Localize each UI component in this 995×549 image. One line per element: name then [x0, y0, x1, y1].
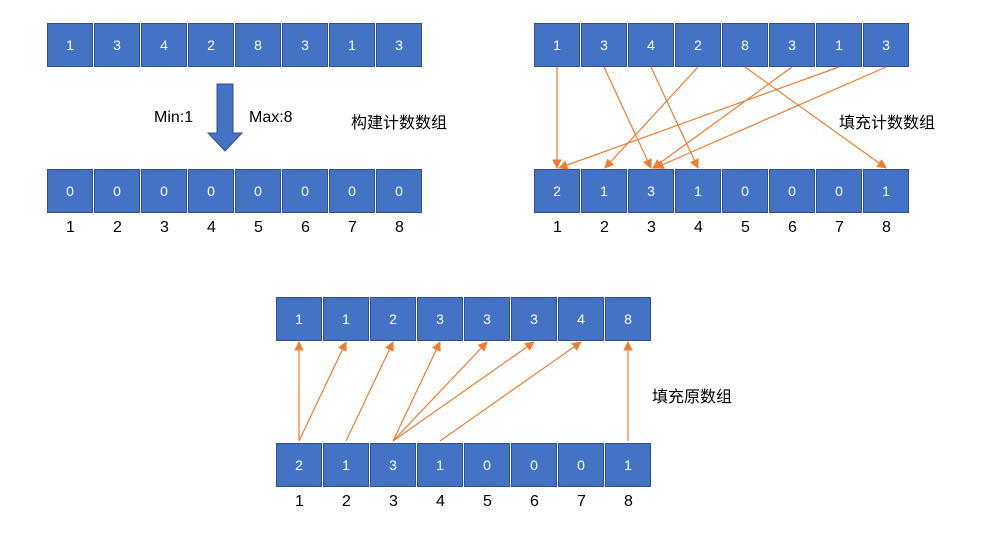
- panel-a-count-array: 0 0 0 0 0 0 0 0: [47, 169, 422, 213]
- panel-b-count-array: 2 1 3 1 0 0 0 1: [534, 169, 909, 213]
- map-arrow: [604, 66, 699, 169]
- fill-source-caption: 填充原数组: [652, 389, 733, 406]
- map-arrow: [603, 66, 652, 169]
- index-label: 5: [254, 219, 263, 236]
- fill-arrow: [392, 341, 535, 442]
- array-cell: 0: [329, 169, 375, 213]
- array-cell: 1: [534, 23, 580, 67]
- array-cell: 1: [816, 23, 862, 67]
- array-cell: 0: [235, 169, 281, 213]
- array-cell: 0: [769, 169, 815, 213]
- index-label: 3: [647, 219, 656, 236]
- array-cell: 3: [581, 23, 627, 67]
- array-cell: 3: [376, 23, 422, 67]
- index-label: 6: [301, 219, 310, 236]
- array-cell: 4: [141, 23, 187, 67]
- index-label: 7: [348, 219, 357, 236]
- index-label: 4: [436, 493, 445, 510]
- array-cell: 0: [464, 443, 510, 487]
- panel-a-index-row: 1 2 3 4 5 6 7 8: [47, 219, 423, 237]
- index-label: 6: [530, 493, 539, 510]
- index-label: 2: [113, 219, 122, 236]
- array-cell: 0: [376, 169, 422, 213]
- array-cell: 8: [722, 23, 768, 67]
- fill-arrow: [392, 341, 441, 442]
- index-label: 8: [624, 493, 633, 510]
- panel-a-source-array: 1 3 4 2 8 3 1 3: [47, 23, 422, 67]
- index-label: 4: [694, 219, 703, 236]
- array-cell: 3: [282, 23, 328, 67]
- index-label: 2: [600, 219, 609, 236]
- index-label: 2: [342, 493, 351, 510]
- array-cell: 3: [863, 23, 909, 67]
- panel-c-index-row: 1 2 3 4 5 6 7 8: [276, 493, 652, 511]
- map-arrow: [558, 66, 840, 170]
- array-cell: 1: [329, 23, 375, 67]
- array-cell: 1: [581, 169, 627, 213]
- panel-b-source-array: 1 3 4 2 8 3 1 3: [534, 23, 909, 67]
- index-label: 7: [577, 493, 586, 510]
- array-cell: 3: [417, 297, 463, 341]
- map-arrow: [652, 66, 793, 169]
- array-cell: 0: [558, 443, 604, 487]
- array-cell: 0: [722, 169, 768, 213]
- panel-b-index-row: 1 2 3 4 5 6 7 8: [534, 219, 910, 237]
- array-cell: 1: [47, 23, 93, 67]
- array-cell: 0: [816, 169, 862, 213]
- index-label: 8: [882, 219, 891, 236]
- index-label: 3: [389, 493, 398, 510]
- array-cell: 4: [628, 23, 674, 67]
- array-cell: 3: [94, 23, 140, 67]
- panel-c-count-array: 2 1 3 1 0 0 0 1: [276, 443, 651, 487]
- index-label: 1: [295, 493, 304, 510]
- fill-arrow: [298, 341, 347, 442]
- array-cell: 2: [188, 23, 234, 67]
- array-cell: 1: [323, 443, 369, 487]
- array-cell: 3: [370, 443, 416, 487]
- array-cell: 2: [276, 443, 322, 487]
- index-label: 3: [160, 219, 169, 236]
- index-label: 1: [66, 219, 75, 236]
- array-cell: 0: [511, 443, 557, 487]
- index-label: 5: [483, 493, 492, 510]
- array-cell: 2: [534, 169, 580, 213]
- array-cell: 8: [235, 23, 281, 67]
- array-cell: 0: [47, 169, 93, 213]
- fill-count-caption: 填充计数数组: [839, 115, 936, 132]
- array-cell: 1: [417, 443, 463, 487]
- index-label: 7: [835, 219, 844, 236]
- index-label: 5: [741, 219, 750, 236]
- array-cell: 1: [863, 169, 909, 213]
- array-cell: 0: [282, 169, 328, 213]
- index-label: 8: [395, 219, 404, 236]
- array-cell: 0: [94, 169, 140, 213]
- build-count-caption: 构建计数数组: [351, 115, 448, 132]
- index-label: 6: [788, 219, 797, 236]
- array-cell: 0: [141, 169, 187, 213]
- panel-c-result-array: 1 1 2 3 3 3 4 8: [276, 297, 651, 341]
- array-cell: 3: [769, 23, 815, 67]
- array-cell: 1: [323, 297, 369, 341]
- fill-arrow: [345, 341, 394, 442]
- array-cell: 1: [276, 297, 322, 341]
- array-cell: 4: [558, 297, 604, 341]
- fill-arrow: [392, 341, 488, 442]
- index-label: 1: [553, 219, 562, 236]
- array-cell: 1: [605, 443, 651, 487]
- array-cell: 3: [511, 297, 557, 341]
- fill-arrow: [439, 341, 582, 442]
- array-cell: 3: [628, 169, 674, 213]
- index-label: 4: [207, 219, 216, 236]
- min-label: Min:1: [154, 109, 194, 126]
- array-cell: 2: [370, 297, 416, 341]
- array-cell: 0: [188, 169, 234, 213]
- array-cell: 2: [675, 23, 721, 67]
- array-cell: 3: [464, 297, 510, 341]
- max-label: Max:8: [249, 109, 293, 126]
- array-cell: 8: [605, 297, 651, 341]
- map-arrow: [650, 66, 699, 169]
- array-cell: 1: [675, 169, 721, 213]
